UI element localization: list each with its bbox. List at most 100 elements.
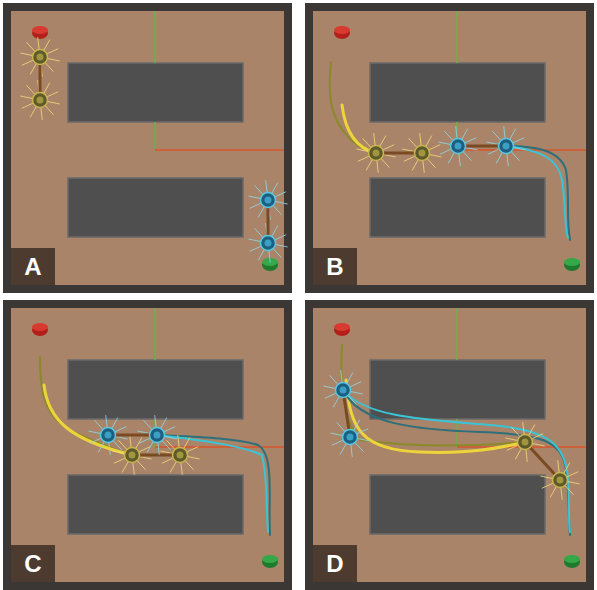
sensor-ray — [567, 472, 578, 477]
sensor-ray — [529, 425, 535, 435]
sensor-ray — [336, 422, 344, 431]
sensor-ray — [44, 40, 50, 50]
sensor-ray — [122, 462, 128, 472]
robot-body — [499, 139, 514, 154]
sensor-ray — [459, 154, 460, 166]
sensor-ray — [426, 136, 432, 146]
sensor-ray — [341, 370, 342, 382]
sensor-ray — [248, 196, 260, 198]
robot — [438, 126, 525, 166]
sensor-ray — [258, 207, 264, 217]
sensor-ray — [420, 133, 421, 145]
robot-body — [553, 473, 568, 488]
sensor-ray — [332, 440, 343, 445]
sensor-ray — [188, 457, 200, 459]
sensor-ray — [166, 440, 174, 449]
sensor-ray — [330, 433, 342, 435]
sensor-ray — [496, 153, 502, 163]
sensor-ray — [162, 458, 173, 463]
sensor-ray — [114, 458, 125, 463]
robot-core — [265, 240, 272, 247]
sensor-ray — [38, 37, 39, 49]
sensor-ray — [273, 249, 281, 258]
panel-label: A — [11, 248, 55, 285]
sensor-ray — [30, 64, 36, 74]
sensor-ray — [323, 386, 335, 388]
sensor-ray — [486, 142, 498, 144]
sensor-ray — [48, 102, 60, 104]
panel-label: B — [313, 248, 357, 285]
sensor-ray — [155, 415, 156, 427]
sensor-ray — [47, 92, 58, 97]
robot-body — [369, 146, 384, 161]
sensor-ray — [404, 156, 415, 161]
sensor-ray — [26, 42, 34, 51]
sensor-ray — [466, 148, 478, 150]
sensor-ray — [133, 463, 134, 475]
sensor-ray — [565, 486, 573, 495]
sensor-ray — [137, 461, 145, 470]
robot — [323, 370, 369, 457]
sensor-ray — [178, 435, 179, 447]
sensor-ray — [568, 482, 580, 484]
sensor-ray — [26, 85, 34, 94]
sensor-ray — [30, 107, 36, 117]
sensor-ray — [325, 393, 336, 398]
sensor-ray — [41, 108, 42, 120]
sensor-ray — [354, 420, 360, 430]
panel-letter: C — [24, 550, 41, 578]
robot-body — [261, 193, 276, 208]
sensor-ray — [351, 392, 363, 394]
robot — [356, 133, 441, 173]
sensor-ray — [276, 202, 288, 204]
robot-core — [154, 432, 161, 439]
sensor-ray — [423, 161, 424, 173]
sensor-ray — [266, 180, 267, 192]
sensor-ray — [492, 131, 500, 140]
robot-body — [150, 428, 165, 443]
sensor-ray — [456, 126, 457, 138]
sensor-ray — [181, 463, 182, 475]
sensor-ray — [130, 435, 131, 447]
sensor-ray — [329, 375, 337, 384]
robot-body — [343, 430, 358, 445]
sensor-ray — [374, 133, 375, 145]
robot-core — [177, 452, 184, 459]
sensor-ray — [187, 447, 198, 452]
sensor-ray — [275, 235, 286, 240]
sensor-ray — [408, 138, 416, 147]
sensor-ray — [139, 438, 150, 443]
sensor-ray — [48, 59, 60, 61]
sensor-ray — [250, 203, 261, 208]
sensor-ray — [162, 441, 170, 450]
sensor-ray — [402, 149, 414, 151]
sensor-ray — [510, 129, 516, 139]
sensor-ray — [351, 445, 352, 457]
sensor-ray — [507, 154, 508, 166]
sensor-ray — [158, 443, 159, 455]
sensor-ray — [429, 145, 440, 150]
sensor-ray — [275, 192, 286, 197]
sensor-ray — [147, 442, 153, 452]
sensor-ray — [488, 149, 499, 154]
sensor-ray — [272, 226, 278, 236]
robot-core — [37, 54, 44, 61]
robot-body — [33, 93, 48, 108]
sensor-ray — [347, 373, 353, 383]
sensor-ray — [348, 396, 356, 405]
sensor-ray — [45, 106, 53, 115]
sensor-ray — [160, 451, 172, 453]
sensor-ray — [358, 439, 370, 441]
sensor-ray — [412, 160, 418, 170]
robot-body — [33, 50, 48, 65]
sensor-ray — [137, 431, 149, 433]
sensor-ray — [45, 63, 53, 72]
sensor-ray — [112, 418, 118, 428]
robot-body — [451, 139, 466, 154]
sensor-ray — [532, 434, 543, 439]
robot-core — [455, 143, 462, 150]
sensor-ray — [90, 438, 101, 443]
sensor-ray — [540, 476, 552, 478]
sensor-ray — [380, 136, 386, 146]
